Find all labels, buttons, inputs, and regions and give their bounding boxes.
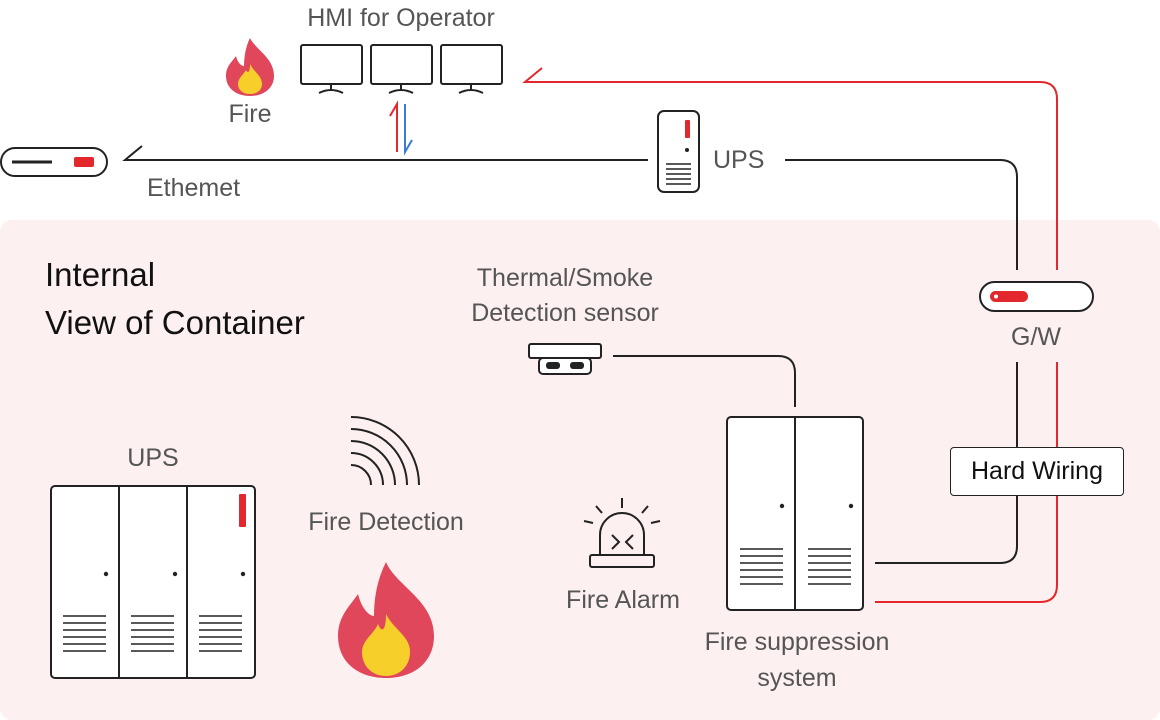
monitor-icon: [370, 44, 433, 94]
wire-hardwiring-suppression: [875, 496, 1018, 564]
router-icon: [0, 147, 108, 177]
monitor-icon: [300, 44, 363, 94]
signal-waves-icon: [350, 416, 420, 486]
cabinet-icon: [726, 416, 864, 611]
wire-red-gw-suppression: [875, 362, 1058, 603]
fire-top-label: Fire: [228, 100, 272, 128]
sensor-label-line1: Thermal/Smoke: [476, 264, 654, 292]
fire-detection-label: Fire Detection: [308, 508, 464, 536]
fire-icon: [226, 38, 274, 96]
wire-red-hmi-gw: [522, 67, 1058, 270]
fire-icon: [338, 562, 434, 678]
exchange-arrows-icon: [389, 100, 413, 156]
wire-ethernet: [122, 145, 648, 161]
wire-ups-gw: [785, 159, 1018, 270]
gateway-icon: [979, 281, 1094, 312]
ups-top-label: UPS: [713, 146, 765, 174]
suppression-label-line1: Fire suppression: [704, 628, 890, 656]
ups-container-label: UPS: [127, 444, 179, 472]
container-title-line2: View of Container: [45, 304, 305, 341]
fire-alarm-label: Fire Alarm: [566, 586, 680, 614]
sensor-label-line2: Detection sensor: [471, 299, 659, 327]
alarm-siren-icon: [583, 498, 661, 568]
ethernet-label: Ethemet: [147, 174, 241, 202]
ups-icon: [657, 110, 700, 193]
suppression-label-line2: system: [757, 664, 837, 692]
sensor-icon: [528, 343, 602, 375]
hard-wiring-label: Hard Wiring: [971, 457, 1103, 485]
monitor-icon: [440, 44, 503, 94]
wire-sensor-suppression: [613, 355, 796, 407]
hmi-label: HMI for Operator: [307, 4, 495, 32]
hard-wiring-box: Hard Wiring: [950, 447, 1124, 496]
gw-label: G/W: [1011, 323, 1061, 351]
container-title-line1: Internal: [45, 256, 156, 293]
cabinet-icon: [50, 485, 256, 679]
